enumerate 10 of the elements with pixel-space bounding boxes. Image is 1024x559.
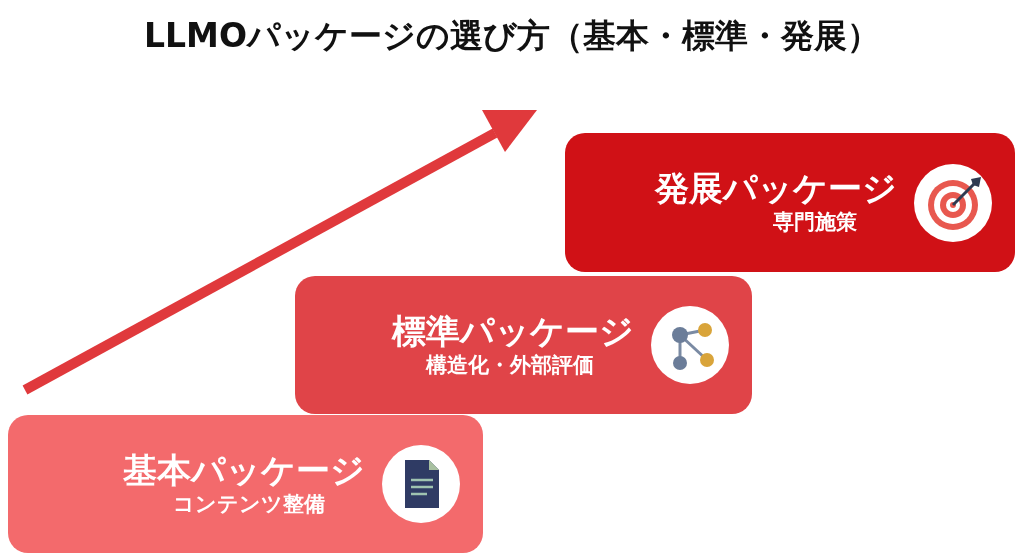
package-description: 専門施策	[773, 209, 857, 237]
title: LLMOパッケージの選び方（基本・標準・発展）	[143, 15, 881, 57]
package-description: コンテンツ整備	[173, 490, 325, 518]
package-card	[295, 276, 752, 414]
package-card	[565, 133, 1015, 272]
package-name: 標準パッケージ	[392, 310, 634, 352]
package-card	[8, 415, 483, 553]
package-description: 構造化・外部評価	[426, 351, 594, 379]
package-name: 基本パッケージ	[123, 449, 365, 491]
package-name: 発展パッケージ	[655, 168, 897, 210]
